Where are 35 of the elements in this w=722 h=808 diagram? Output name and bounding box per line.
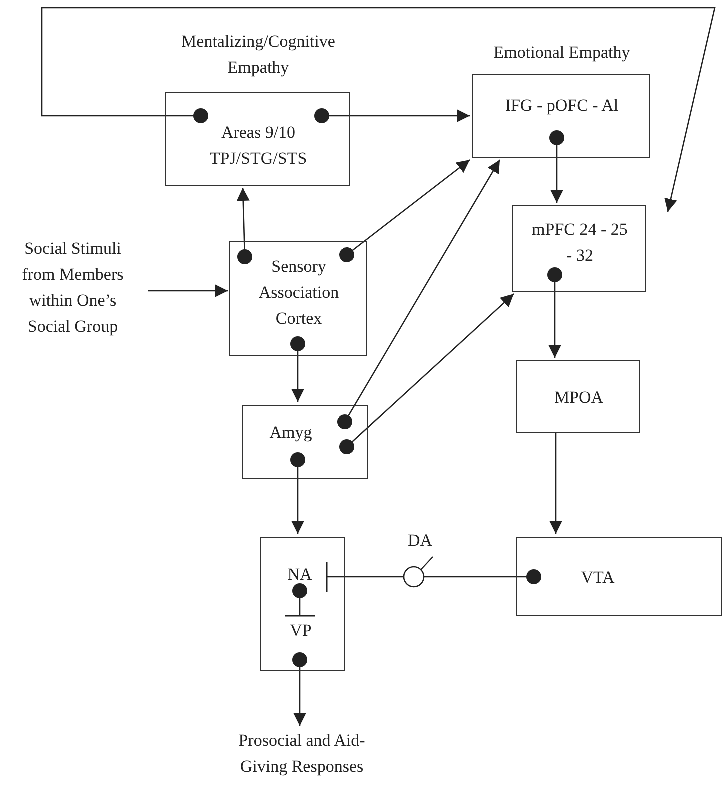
node-label: NA: [286, 564, 314, 586]
region-heading: Emotional Empathy: [492, 42, 632, 64]
arrow: [41, 7, 716, 212]
arrow: [290, 336, 306, 402]
arrow: [550, 130, 564, 203]
region-label: Amyg: [268, 422, 314, 444]
region-box: [516, 360, 640, 433]
arrow: [550, 433, 562, 534]
region-label: mPFC 24 - 25 - 32: [531, 219, 629, 267]
region-box: [512, 205, 646, 292]
region-box: [229, 241, 367, 356]
inhibitory-connector: [326, 561, 542, 593]
region-label: VTA: [580, 567, 616, 589]
region-heading: Mentalizing/Cognitive Empathy: [180, 31, 336, 79]
region-label: MPOA: [553, 387, 605, 409]
arrow: [314, 108, 470, 124]
arrow: [290, 452, 306, 534]
arrow: [236, 188, 252, 264]
node-label: Social Stimuli from Members within One’s Social Group: [21, 238, 125, 338]
arrow: [340, 159, 470, 262]
node-label: Prosocial and Aid-Giving Responses: [238, 730, 366, 778]
arrow: [340, 294, 514, 454]
arrow: [338, 160, 501, 430]
region-box: [242, 405, 368, 479]
region-box: [516, 537, 722, 616]
arrow: [292, 652, 308, 726]
node-label: VP: [289, 620, 313, 642]
edge-label: DA: [408, 531, 433, 551]
arrow: [148, 284, 228, 298]
region-label: Areas 9/10 TPJ/STG/STS: [208, 122, 308, 170]
inhibitory-connector: [284, 584, 316, 617]
arrow: [548, 268, 562, 358]
region-label: Sensory Association Cortex: [258, 256, 340, 330]
region-label: IFG - pOFC - Al: [504, 95, 620, 117]
region-group-box: [260, 537, 345, 671]
